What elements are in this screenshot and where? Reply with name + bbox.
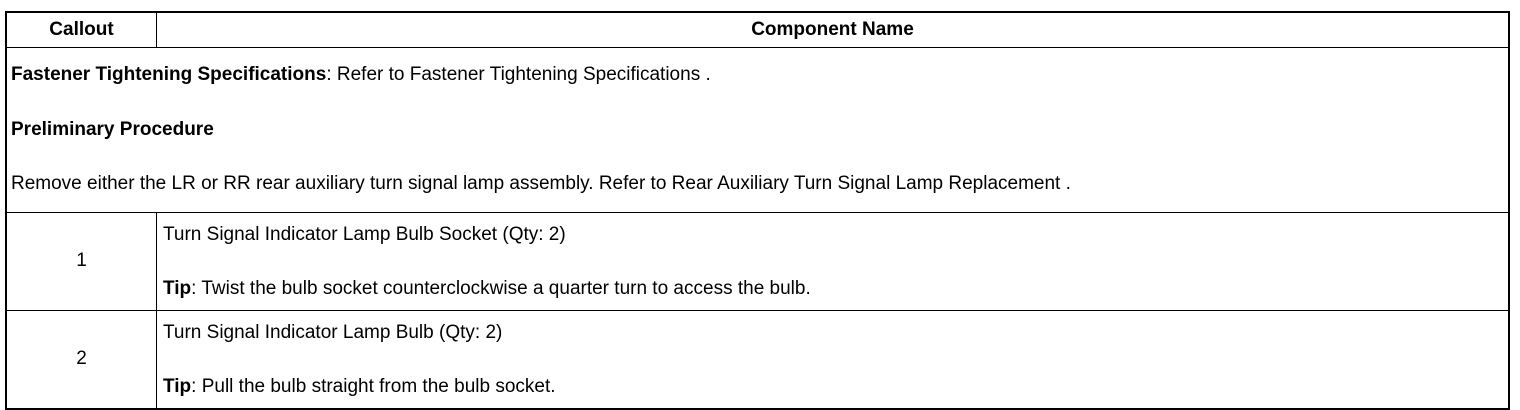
header-row: Callout Component Name <box>5 11 1510 48</box>
component-name: Turn Signal Indicator Lamp Bulb Socket (… <box>163 223 566 245</box>
tip: Tip: Twist the bulb socket counterclockw… <box>163 275 1502 302</box>
spec-row: Fastener Tightening Specifications: Refe… <box>5 47 1510 213</box>
component-cell: Turn Signal Indicator Lamp Bulb Socket (… <box>156 211 1510 311</box>
preliminary-text: Remove either the LR or RR rear auxiliar… <box>11 173 1071 194</box>
component-table: Callout Component Name Fastener Tighteni… <box>5 11 1510 410</box>
fastener-label: Fastener Tightening Specifications <box>11 64 327 85</box>
tip-text: : Pull the bulb straight from the bulb s… <box>191 375 556 397</box>
component-cell: Turn Signal Indicator Lamp Bulb (Qty: 2)… <box>156 309 1510 409</box>
preliminary-heading: Preliminary Procedure <box>11 103 1504 158</box>
fastener-spec: Fastener Tightening Specifications: Refe… <box>11 48 1504 103</box>
component-name: Turn Signal Indicator Lamp Bulb (Qty: 2) <box>163 321 503 343</box>
tip-label: Tip <box>163 277 192 299</box>
table-row: 2 Turn Signal Indicator Lamp Bulb (Qty: … <box>5 309 1510 409</box>
header-callout: Callout <box>5 11 157 48</box>
callout-cell: 1 <box>5 211 157 311</box>
tip-label: Tip <box>163 375 192 397</box>
tip-text: : Twist the bulb socket counterclockwise… <box>191 277 811 299</box>
callout-cell: 2 <box>5 309 157 409</box>
tip: Tip: Pull the bulb straight from the bul… <box>163 373 1502 400</box>
fastener-link-text[interactable]: : Refer to Fastener Tightening Specifica… <box>326 64 711 85</box>
table-row: 1 Turn Signal Indicator Lamp Bulb Socket… <box>5 211 1510 311</box>
spec-cell: Fastener Tightening Specifications: Refe… <box>5 47 1510 213</box>
preliminary-heading-text: Preliminary Procedure <box>11 118 214 140</box>
header-component-name: Component Name <box>156 11 1510 48</box>
